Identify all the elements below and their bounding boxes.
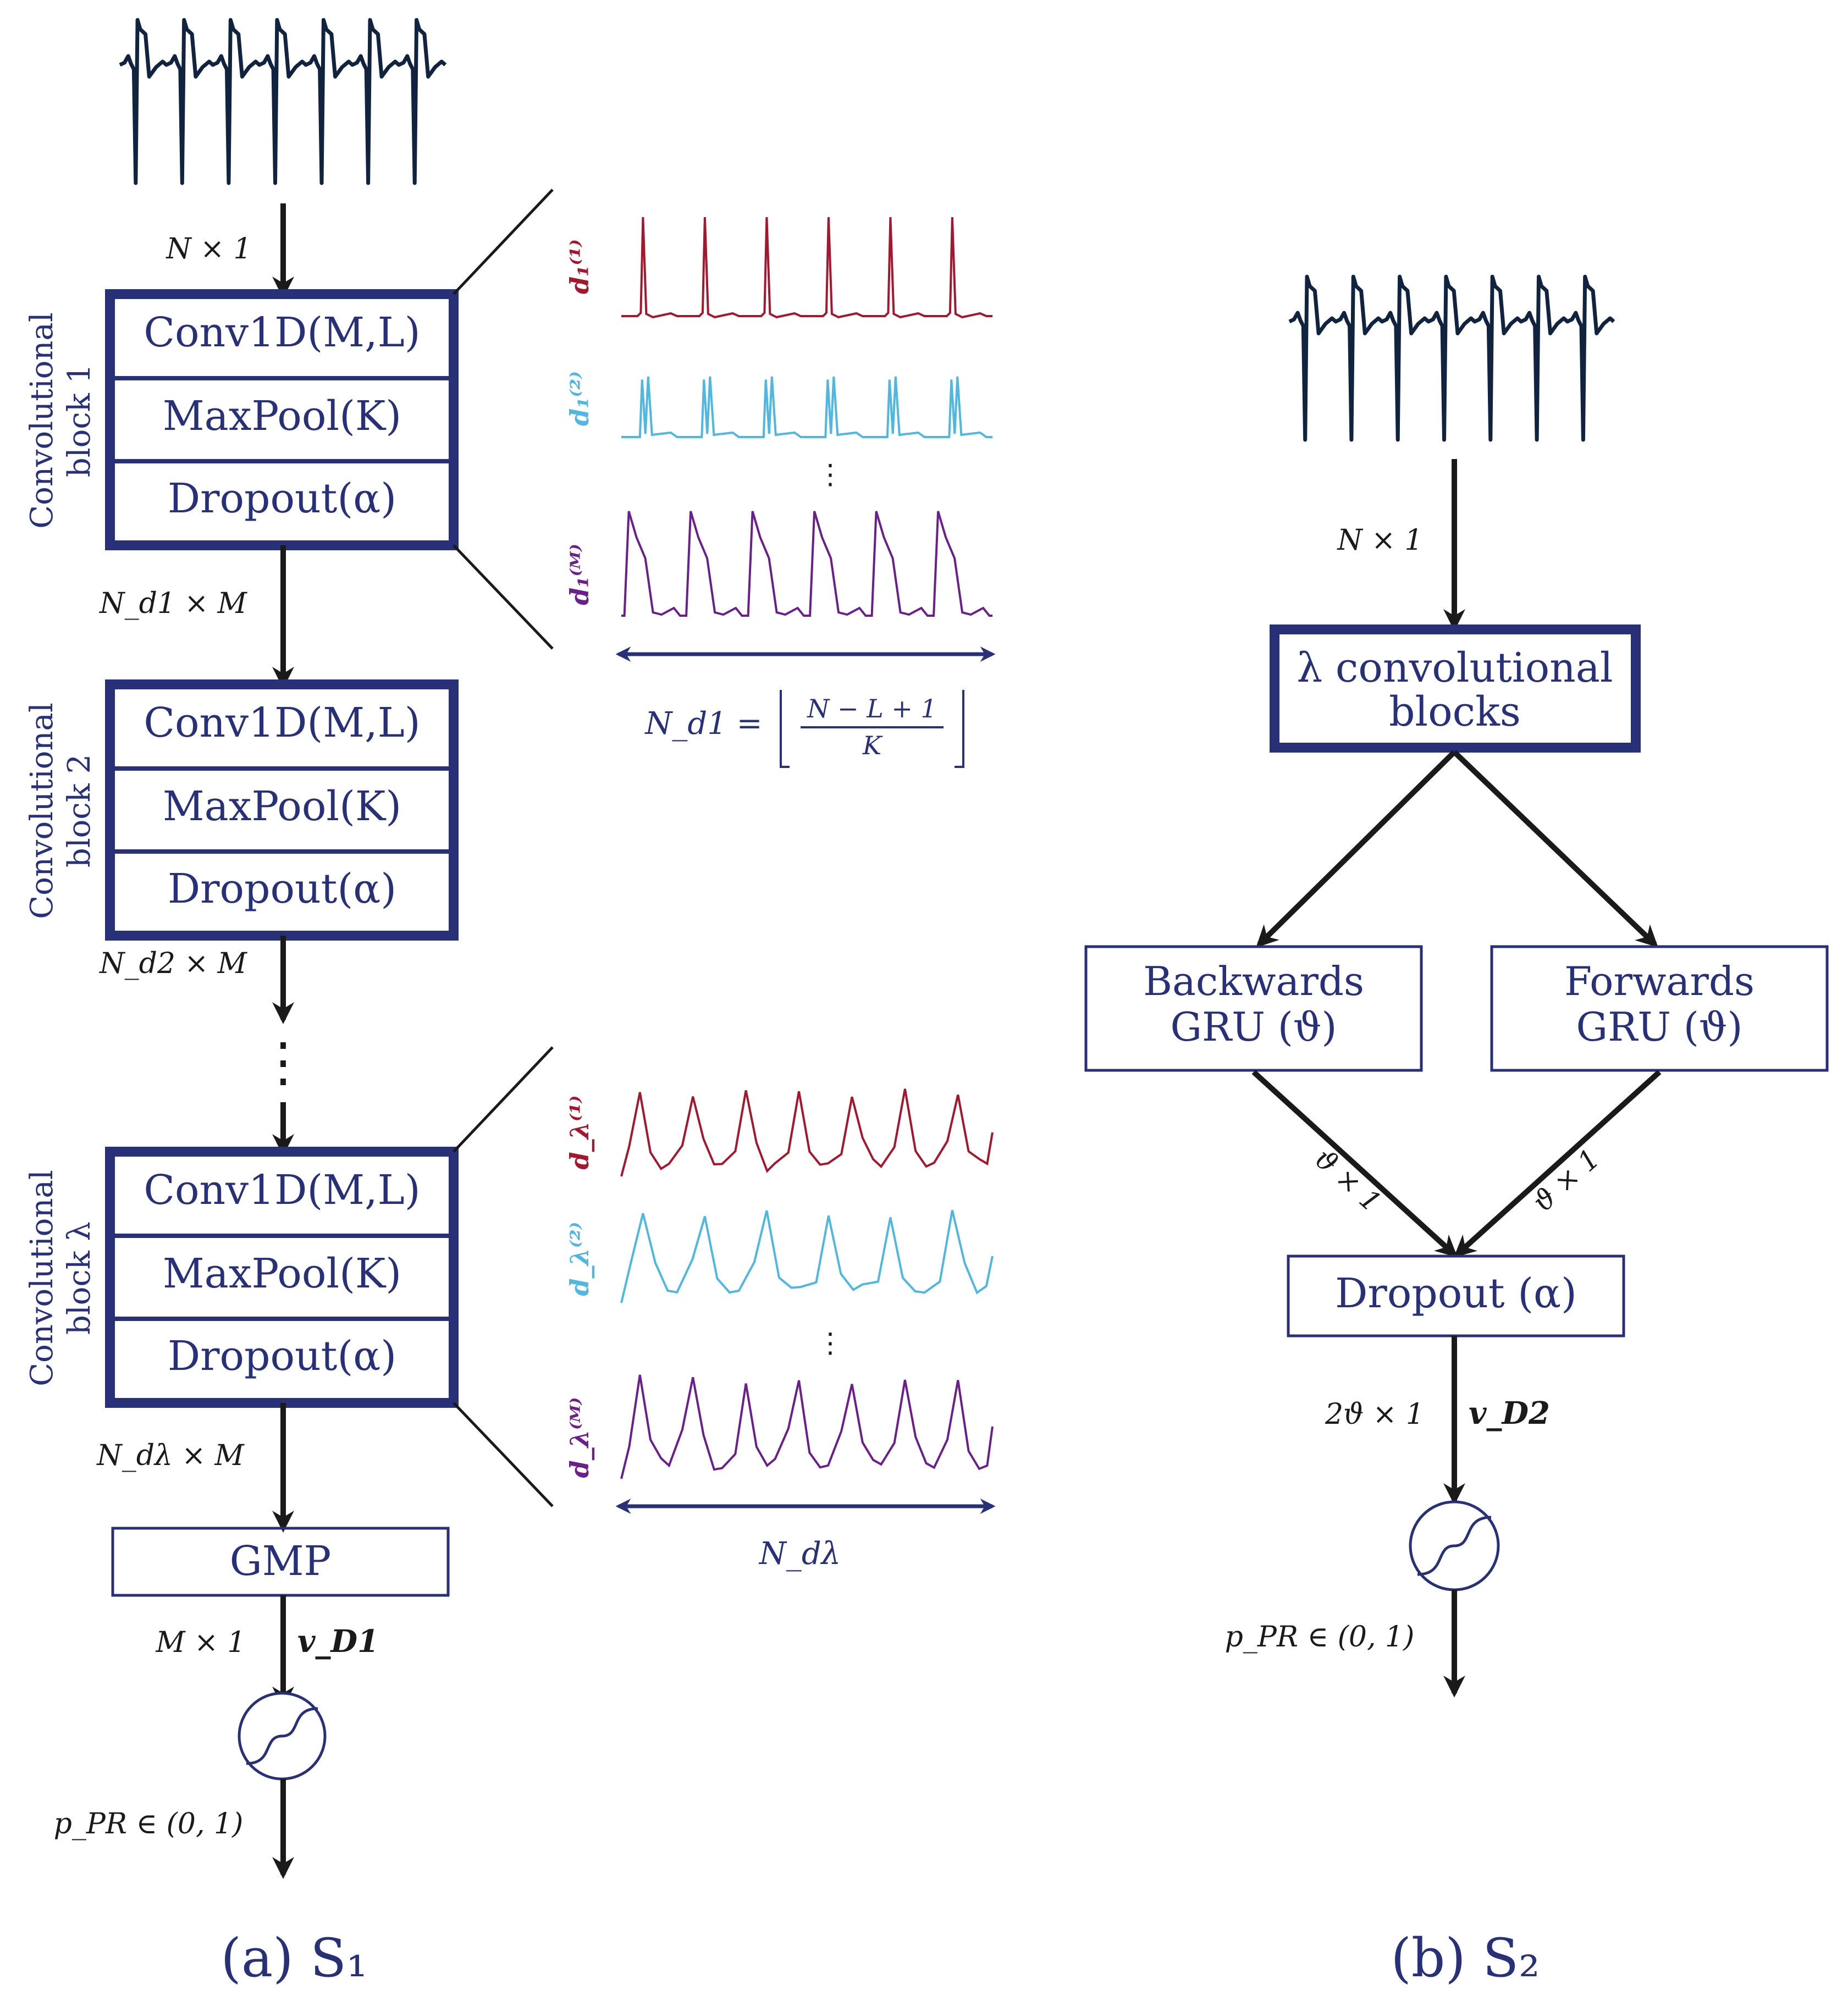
dropout-dim-label: 2ϑ × 1 [1325, 1398, 1424, 1431]
conv1d-layer: Conv1D(M,L) [144, 699, 420, 747]
feature-map-label-2: d₁⁽²⁾ [565, 371, 594, 426]
formula-denominator: K [862, 731, 883, 760]
dim-label-m: M × 1 [156, 1626, 246, 1659]
feature-map-2-trace [621, 376, 992, 438]
maxpool-layer: MaxPool(K) [163, 1250, 401, 1297]
panel-b-caption: (b) S₂ [1391, 1927, 1540, 1989]
dim-label-ndlambda: N_dλ × M [96, 1439, 245, 1472]
forward-gru-line1: Forwards [1564, 958, 1755, 1004]
panel-a-caption: (a) S₁ [221, 1927, 368, 1989]
feature-map-label-1: d_λ⁽¹⁾ [565, 1096, 594, 1170]
dropout-label: Dropout (α) [1335, 1270, 1577, 1317]
dim-label-nd1: N_d1 × M [98, 587, 248, 620]
arrow-backward-to-dropout [1251, 1070, 1458, 1258]
block-title-line2: block λ [62, 1221, 97, 1335]
dropout-layer: Dropout(α) [168, 1333, 396, 1380]
panel-a: N × 1 Conv1D(M,L) MaxPool(K) Dropout(α) … [24, 18, 996, 1989]
gmp-label: GMP [230, 1538, 332, 1585]
sigmoid-activation-icon [1409, 1500, 1500, 1591]
conv1d-layer: Conv1D(M,L) [144, 1167, 420, 1214]
feature-maps-blocklambda: d_λ⁽¹⁾ d_λ⁽²⁾ d_λ⁽ᴹ⁾ ⋮ N_dλ [565, 1088, 996, 1572]
block-title-line1: Convolutional [24, 1170, 60, 1386]
feature-map-1-trace [620, 1088, 994, 1177]
feature-map-label-2: d_λ⁽²⁾ [565, 1222, 594, 1296]
backward-gru-line2: GRU (ϑ) [1171, 1004, 1337, 1050]
vertical-dots: ⋮ [257, 1031, 310, 1093]
ecg-waveform-icon [1288, 274, 1615, 442]
feature-map-dots: ⋮ [817, 458, 844, 490]
vector-label-vd1: v_D1 [297, 1623, 379, 1660]
feature-map-M-trace [621, 511, 992, 617]
output-label: p_PR ∈ (0, 1) [1225, 1621, 1415, 1654]
sigmoid-activation-icon [238, 1692, 327, 1781]
input-dim-label: N × 1 [165, 233, 251, 266]
block-title-line2: block 2 [62, 754, 97, 867]
lambda-conv-line2: blocks [1389, 688, 1521, 736]
dropout-layer: Dropout(α) [168, 865, 396, 913]
feature-map-label-m: d₁⁽ᴹ⁾ [565, 544, 594, 605]
vector-label-vd2: v_D2 [1469, 1395, 1550, 1431]
backward-gru-box [1084, 945, 1423, 1072]
input-dim-label: N × 1 [1336, 524, 1422, 557]
lambda-conv-line1: λ convolutional [1297, 644, 1613, 692]
block-title-line1: Convolutional [24, 312, 60, 528]
backward-gru-line1: Backwards [1143, 958, 1364, 1004]
lambda-conv-blocks-box [1270, 624, 1641, 753]
maxpool-layer: MaxPool(K) [163, 783, 401, 830]
conv-block-lambda: Conv1D(M,L) MaxPool(K) Dropout(α) Convol… [24, 1147, 459, 1408]
feature-maps-block1: d₁⁽¹⁾ d₁⁽²⁾ d₁⁽ᴹ⁾ ⋮ N_d1 = N − L + 1 K [565, 217, 996, 768]
feature-map-dots: ⋮ [817, 1327, 844, 1359]
ecg-waveform-icon [119, 18, 447, 185]
formula-numerator: N − L + 1 [807, 694, 937, 723]
forward-gru-line2: GRU (ϑ) [1576, 1004, 1743, 1050]
feature-map-label-1: d₁⁽¹⁾ [565, 239, 594, 294]
length-label: N_dλ [758, 1536, 841, 1572]
maxpool-layer: MaxPool(K) [163, 393, 401, 440]
dim-label-nd2: N_d2 × M [98, 947, 248, 980]
conv-block-1: Conv1D(M,L) MaxPool(K) Dropout(α) Convol… [24, 289, 459, 550]
forward-gru-box [1490, 945, 1829, 1072]
block-title-line1: Convolutional [24, 703, 60, 919]
arrow-to-forward-gru [1452, 750, 1658, 948]
arrow-to-backward-gru [1256, 750, 1457, 948]
output-label: p_PR ∈ (0, 1) [54, 1808, 244, 1840]
dropout-layer: Dropout(α) [168, 475, 396, 522]
conv1d-layer: Conv1D(M,L) [144, 309, 420, 356]
block-title-line2: block 1 [62, 364, 97, 477]
panel-b: N × 1 λ convolutional blocks Backwards G… [1084, 274, 1829, 1989]
feature-map-2-trace [620, 1210, 994, 1303]
arrow-forward-to-dropout [1454, 1070, 1662, 1258]
feature-map-label-m: d_λ⁽ᴹ⁾ [565, 1397, 594, 1478]
formula-lhs: N_d1 = [644, 706, 762, 742]
conv-block-2: Conv1D(M,L) MaxPool(K) Dropout(α) Convol… [24, 679, 459, 941]
feature-map-1-trace [621, 217, 992, 319]
feature-map-M-trace [620, 1374, 994, 1479]
